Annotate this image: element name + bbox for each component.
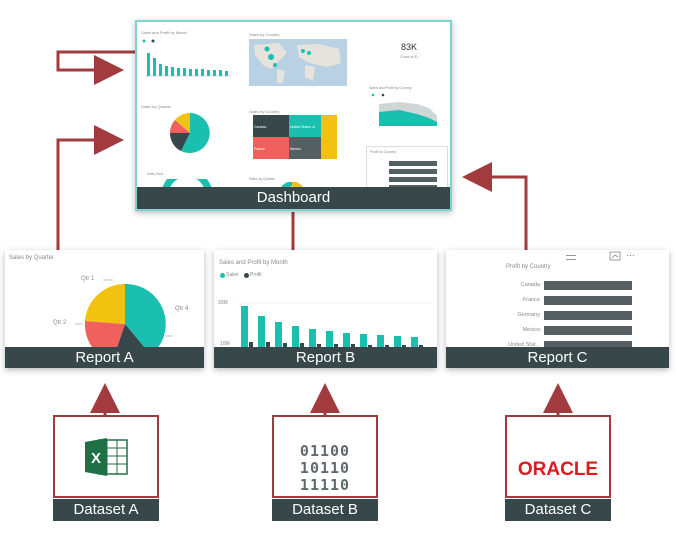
kpi-caption: Count of ID	[400, 55, 418, 59]
legend-dot-profit	[244, 273, 249, 278]
report-a-card[interactable]: Sales by Quarter Qtr 1 Qtr 2 Qtr 4 Repor…	[5, 250, 204, 368]
tile-title-treemap: Sales by Country	[249, 109, 280, 114]
oracle-logo: ORACLE	[517, 459, 599, 480]
tile-title-bar: Profit by Country	[370, 150, 397, 154]
mini-area-chart	[371, 93, 437, 126]
report-a-pie-chart	[75, 279, 173, 356]
report-c-bar-chart: Canada France Germany Mexico United Stat…	[446, 280, 669, 350]
legend-profit: Profit	[250, 272, 262, 278]
dashboard-card[interactable]: Sales and Profit by Month Sales by Count…	[135, 20, 452, 211]
dashboard-label: Dashboard	[137, 187, 450, 209]
category-label: France	[522, 297, 540, 303]
excel-icon: X	[85, 438, 128, 476]
report-c-title: Profit by Country	[506, 264, 551, 270]
map-tile	[249, 39, 347, 86]
treemap-cell: Canada	[253, 115, 289, 137]
treemap-cell: United States of Am	[289, 115, 321, 147]
arrow-report-a	[56, 125, 124, 252]
treemap-cell: France	[253, 137, 289, 159]
focus-mode-icon[interactable]	[609, 251, 621, 261]
treemap-cell: Mexico	[289, 137, 321, 159]
report-b-card[interactable]: Sales and Profit by Month Sales Profit 2…	[214, 250, 437, 368]
mini-pie-chart	[169, 113, 210, 153]
pie-label-qtr4: Qtr 4	[175, 306, 189, 312]
pie-label-qtr2: Qtr 2	[53, 320, 67, 326]
category-label: Canada	[520, 282, 540, 288]
report-b-label: Report B	[214, 347, 437, 368]
mini-bar-chart	[142, 39, 231, 77]
binary-line: 11110	[299, 476, 351, 494]
tile-title-area: Sales and Profit by Country	[369, 86, 412, 90]
dataset-b-label: Dataset B	[272, 499, 378, 521]
legend-dot-sales	[220, 273, 225, 278]
kpi-value: 83K	[400, 42, 417, 52]
dataset-c-box[interactable]: ORACLE	[505, 415, 611, 498]
treemap-cell	[321, 115, 337, 159]
y-tick-20m: 20M	[218, 300, 228, 306]
dataset-a-label: Dataset A	[53, 499, 159, 521]
dataset-a-box[interactable]: X	[53, 415, 159, 498]
report-c-card[interactable]: ⋯ Profit by Country Canada France German…	[446, 250, 669, 368]
binary-data-icon: 01100 10110 11110	[274, 443, 376, 494]
dataset-c-label: Dataset C	[505, 499, 611, 521]
report-b-title: Sales and Profit by Month	[219, 260, 288, 266]
drag-handle-icon[interactable]	[566, 255, 576, 260]
binary-line: 01100	[299, 442, 351, 460]
category-label: United Stat...	[508, 342, 540, 348]
arrow-dashboard-loop	[56, 50, 135, 85]
treemap-tile: Canada United States of Am France Mexico	[253, 115, 337, 159]
tile-title-pie: Sales by Quarter	[141, 104, 172, 109]
category-label: Mexico	[522, 327, 540, 333]
pie-label-qtr1: Qtr 1	[81, 276, 95, 282]
tile-title-sales-profit: Sales and Profit by Month	[141, 30, 187, 35]
y-tick-10m: 10M	[220, 341, 230, 347]
binary-line: 10110	[299, 459, 351, 477]
report-a-label: Report A	[5, 347, 204, 368]
arrow-report-c	[462, 162, 528, 250]
report-c-label: Report C	[446, 347, 669, 368]
legend-sales: Sales	[226, 272, 239, 278]
more-options-icon[interactable]: ⋯	[626, 250, 635, 260]
report-a-title: Sales by Quarter	[9, 255, 55, 261]
category-label: Germany	[517, 312, 540, 318]
tile-title-donut: Units Sold	[147, 172, 163, 176]
tile-title-map: Sales by Country	[249, 32, 280, 37]
dataset-b-box[interactable]: 01100 10110 11110	[272, 415, 378, 498]
tile-title-gauge: Sales by Quarter	[249, 177, 276, 181]
report-b-bar-chart	[238, 302, 433, 348]
excel-icon-letter: X	[91, 450, 101, 467]
